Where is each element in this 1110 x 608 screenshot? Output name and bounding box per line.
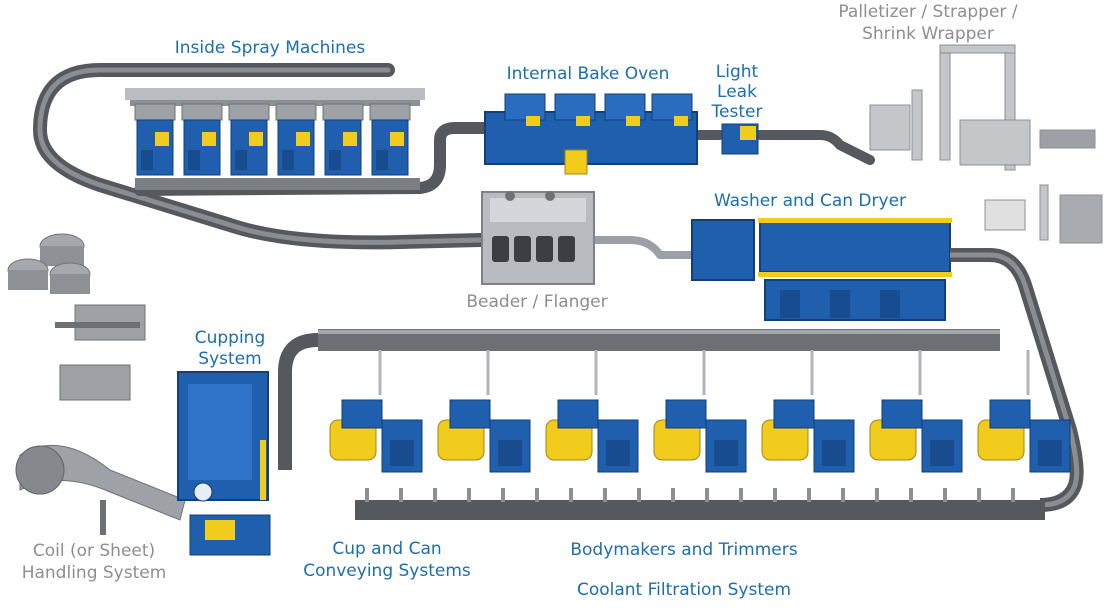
label-light-leak-1: Light <box>716 62 759 82</box>
bodymaker-unit <box>653 350 747 473</box>
filter-post <box>705 488 709 502</box>
spray-unit <box>322 103 364 176</box>
spray-unit <box>275 103 317 176</box>
filter-post <box>739 488 743 502</box>
filter-post <box>875 488 879 502</box>
filter-post <box>569 488 573 502</box>
label-cupping-1: Cupping <box>195 328 266 348</box>
label-washer: Washer and Can Dryer <box>714 191 906 211</box>
filter-post <box>637 488 641 502</box>
label-bake-oven: Internal Bake Oven <box>507 64 670 84</box>
coil-handling-system <box>7 233 186 535</box>
filter-post <box>943 488 947 502</box>
filter-post <box>1011 488 1015 502</box>
spray-unit <box>181 103 223 176</box>
internal-bake-oven <box>484 93 698 175</box>
filter-post <box>399 488 403 502</box>
label-coil-1: Coil (or Sheet) <box>33 541 155 561</box>
inside-spray-machines <box>125 88 425 190</box>
label-inside-spray: Inside Spray Machines <box>175 38 366 58</box>
beader-flanger <box>481 191 595 285</box>
filter-post <box>841 488 845 502</box>
filter-post <box>535 488 539 502</box>
label-cup-conv-1: Cup and Can <box>332 539 441 559</box>
label-light-leak-2: Leak <box>717 82 757 102</box>
bodymaker-unit <box>977 350 1071 473</box>
spray-unit <box>369 103 411 176</box>
filter-post <box>501 488 505 502</box>
bodymaker-unit <box>869 350 963 473</box>
label-palletizer-1: Palletizer / Strapper / <box>838 2 1017 22</box>
bodymaker-unit <box>545 350 639 473</box>
filter-post <box>671 488 675 502</box>
filter-post <box>433 488 437 502</box>
label-bodymakers: Bodymakers and Trimmers <box>570 540 797 560</box>
label-cup-conv-2: Conveying Systems <box>303 561 471 581</box>
cupping-system <box>177 371 271 556</box>
filter-post <box>603 488 607 502</box>
filter-post <box>773 488 777 502</box>
bodymaker-unit <box>761 350 855 473</box>
filter-post <box>977 488 981 502</box>
label-coolant: Coolant Filtration System <box>577 580 791 600</box>
bodymakers-trimmers <box>329 350 1071 473</box>
label-light-leak-3: Tester <box>711 102 763 122</box>
label-beader: Beader / Flanger <box>466 292 607 312</box>
right-return-conveyor <box>950 248 1084 512</box>
washer-can-dryer <box>691 218 952 321</box>
label-coil-2: Handling System <box>22 563 167 583</box>
label-palletizer-2: Shrink Wrapper <box>862 24 994 44</box>
spray-unit <box>228 103 270 176</box>
light-leak-tester <box>721 123 759 155</box>
label-cupping-2: System <box>198 349 261 369</box>
lower-conveyor <box>278 329 1045 520</box>
filter-post <box>909 488 913 502</box>
bodymaker-unit <box>329 350 423 473</box>
filter-post <box>467 488 471 502</box>
palletizer-strapper <box>869 44 1103 244</box>
filter-post <box>365 488 369 502</box>
upper-conveyor <box>33 63 875 259</box>
bodymaker-unit <box>437 350 531 473</box>
filter-post <box>807 488 811 502</box>
spray-unit <box>134 103 176 176</box>
